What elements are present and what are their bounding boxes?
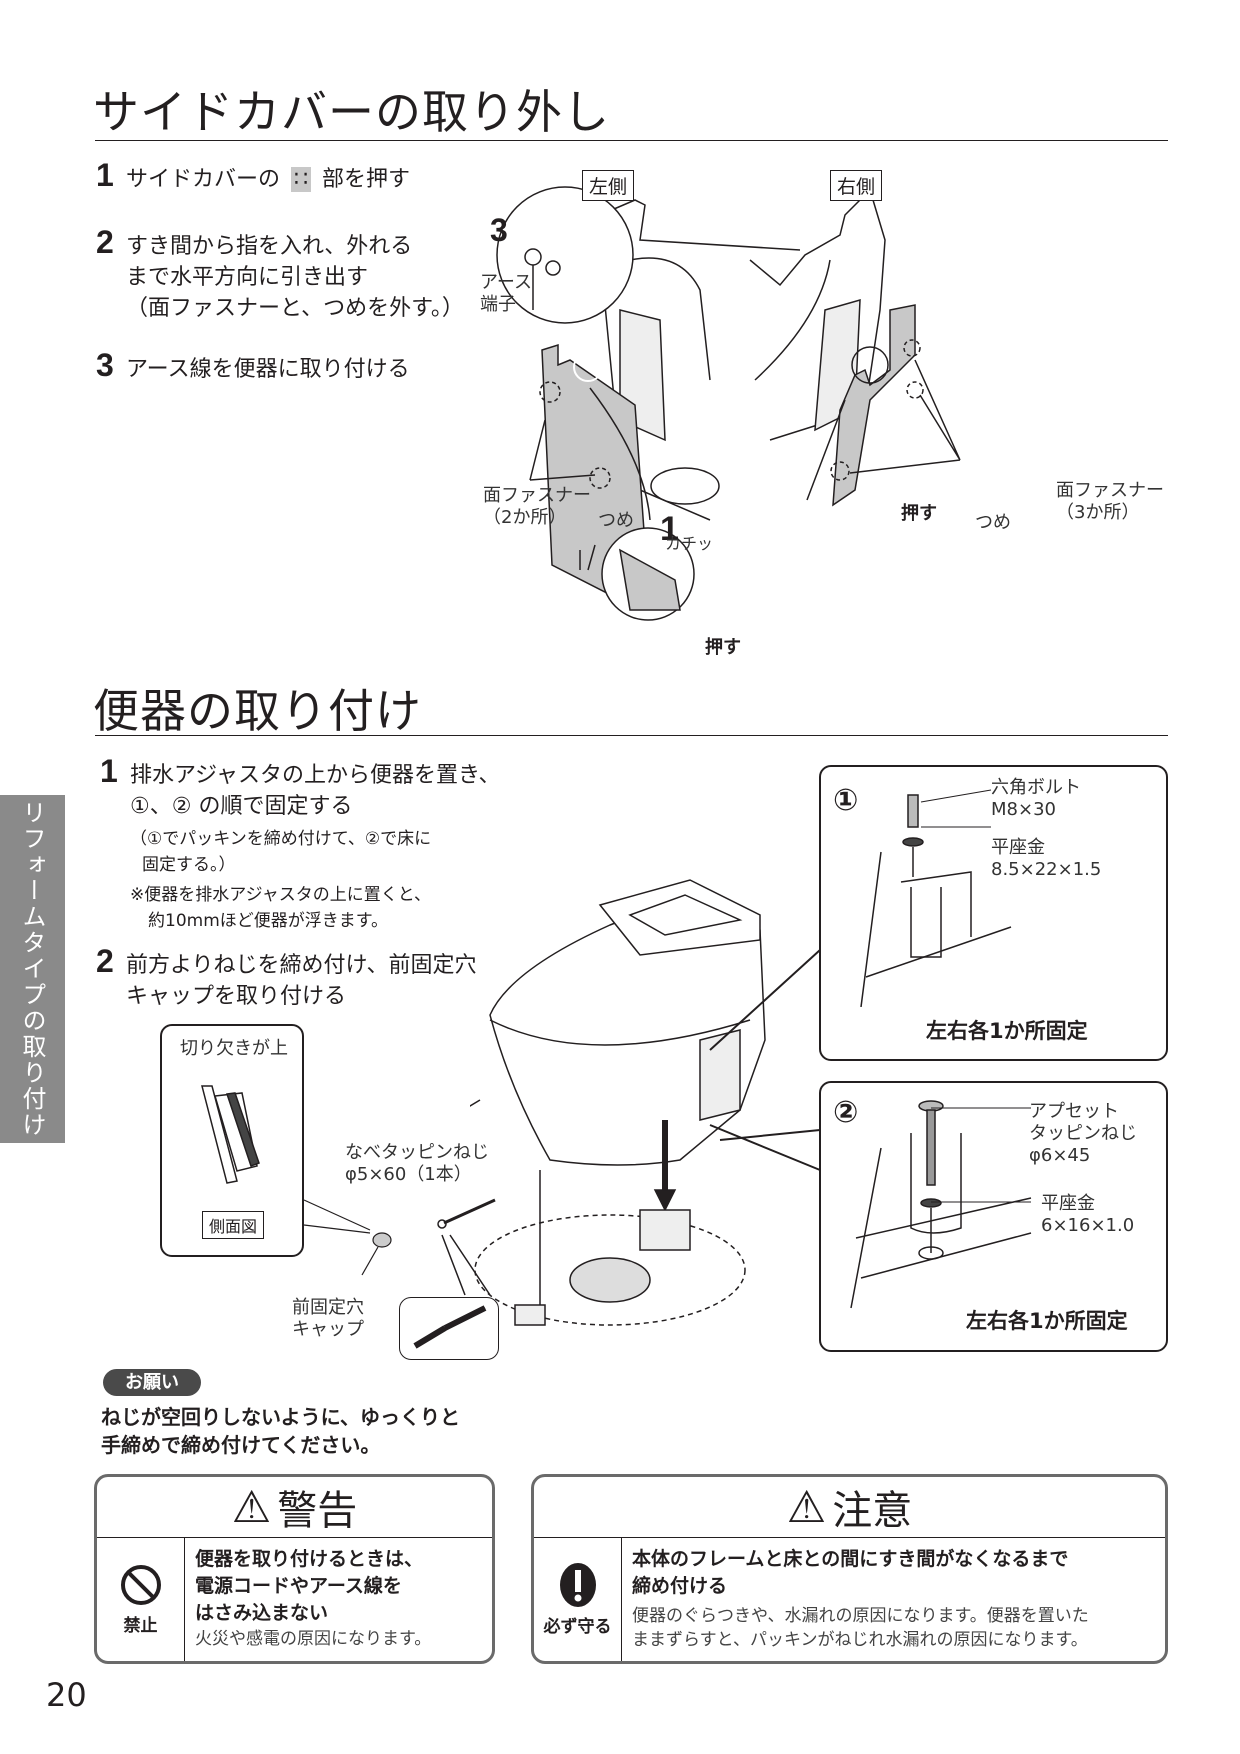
toilet-install-illustration xyxy=(470,879,766,1326)
side-view-label: 側面図 xyxy=(202,1211,265,1239)
step-2: 2 すき間から指を入れ、外れる まで水平方向に引き出す （面ファスナーと、つめを… xyxy=(96,226,464,324)
callout-number-1: 1 xyxy=(660,510,679,548)
earth-terminal-callout xyxy=(496,186,634,324)
earth-terminal-label: アース端子 xyxy=(480,272,533,315)
step-line: （面ファスナーと、つめを外す。） xyxy=(126,296,464,321)
speech-bubble xyxy=(650,467,720,505)
caution-sub-text: 便器のぐらつきや、水漏れの原因になります。便器を置いたままずらすと、パッキンがね… xyxy=(632,1606,1089,1650)
dot-marker-icon: ∷ xyxy=(291,167,312,192)
install-step-1: 1 排水アジャスタの上から便器を置き、 ①、② の順で固定する （①でパッキンを… xyxy=(100,755,501,934)
label-leaders xyxy=(931,1107,1031,1203)
step-line: 前方よりねじを締め付け、前固定穴 xyxy=(126,953,477,978)
step-line: まで水平方向に引き出す xyxy=(126,265,369,290)
caution-main-text: 本体のフレームと床との間にすき間がなくなるまで締め付ける xyxy=(632,1548,1069,1597)
bolt-drawing xyxy=(860,794,1012,1007)
section-title-side-cover: サイドカバーの取り外し xyxy=(93,85,610,139)
install-step-2: 2 前方よりねじを締め付け、前固定穴 キャップを取り付ける xyxy=(96,945,477,1012)
mandatory-label: 必ず守る xyxy=(543,1617,612,1637)
step-number: 2 xyxy=(96,943,114,979)
step-number: 1 xyxy=(100,753,118,789)
warning-title: 警告 xyxy=(277,1488,358,1534)
step-note: （①でパッキンを締め付けて、②で床に固定する。） xyxy=(130,829,432,875)
request-badge: お願い xyxy=(103,1369,201,1396)
step-number: 2 xyxy=(96,224,114,260)
fix-note: 左右各1か所固定 xyxy=(926,1019,1088,1043)
title-rule xyxy=(95,735,1168,736)
warning-triangle-icon: ⚠ xyxy=(231,1481,272,1533)
right-fastener-label: 面ファスナー（3か所） xyxy=(1056,480,1164,523)
caution-box: ⚠ 注意 必ず守る 本体のフレームと床との間にすき間がなくなるまで締め付ける 便… xyxy=(531,1474,1168,1664)
warning-box: ⚠ 警告 禁止 便器を取り付けるときは、電源コードやアース線をはさみ込まない 火… xyxy=(94,1474,495,1664)
step-text: アース線を便器に取り付ける xyxy=(126,357,410,382)
title-rule xyxy=(95,140,1168,141)
request-text: ねじが空回りしないように、ゆっくりと手締めで締め付けてください。 xyxy=(101,1405,460,1457)
step-text: 部を押す xyxy=(322,167,411,192)
cap-pointer xyxy=(303,1199,392,1276)
step-1: 1 サイドカバーの ∷ 部を押す xyxy=(96,159,411,195)
left-fastener-label: 面ファスナー（2か所） xyxy=(483,485,591,528)
step-line: ①、② の順で固定する xyxy=(130,794,353,819)
step-remark: ※便器を排水アジャスタの上に置くと、約10mmほど便器が浮きます。 xyxy=(130,885,432,931)
prohibited-icon-cell: 禁止 xyxy=(97,1538,185,1661)
caution-triangle-icon: ⚠ xyxy=(786,1481,827,1533)
tapping-screw-drawing xyxy=(850,1100,1032,1309)
step-line: すき間から指を入れ、外れる xyxy=(126,234,413,259)
cap-side-view-drawing xyxy=(201,1085,260,1184)
step-line: 排水アジャスタの上から便器を置き、 xyxy=(130,763,501,788)
detail-number: ② xyxy=(833,1095,859,1130)
right-claw-label: つめ xyxy=(975,512,1011,533)
click-sound-label: カチッ xyxy=(665,534,714,553)
left-side-label: 左側 xyxy=(582,170,635,201)
side-view-panel: 切り欠きが上 側面図 xyxy=(160,1024,304,1257)
page-number: 20 xyxy=(46,1676,87,1714)
step-number: 3 xyxy=(96,347,114,383)
mandatory-exclamation-icon xyxy=(559,1563,596,1607)
label-leaders xyxy=(920,789,992,828)
prohibited-label: 禁止 xyxy=(123,1616,158,1636)
toilet-left-outline xyxy=(599,199,801,251)
prohibited-icon xyxy=(120,1565,161,1605)
section-title-install: 便器の取り付け xyxy=(93,684,422,738)
notch-up-caption: 切り欠きが上 xyxy=(180,1038,288,1059)
push-label-right: 押す xyxy=(901,503,937,524)
right-side-label: 右側 xyxy=(830,170,883,201)
left-claw-label: つめ xyxy=(598,510,634,531)
screwdriver-panel xyxy=(399,1297,499,1360)
caution-header: ⚠ 注意 xyxy=(534,1477,1165,1538)
warning-sub-text: 火災や感電の原因になります。 xyxy=(195,1629,432,1649)
warning-header: ⚠ 警告 xyxy=(97,1477,492,1538)
step-line: キャップを取り付ける xyxy=(126,984,347,1009)
caution-title: 注意 xyxy=(832,1488,913,1534)
side-cover-illustration xyxy=(496,186,961,621)
mandatory-icon-cell: 必ず守る xyxy=(534,1538,622,1661)
step-3: 3 アース線を便器に取り付ける xyxy=(96,349,410,385)
screw-drawing xyxy=(437,1198,496,1296)
fix-note: 左右各1か所固定 xyxy=(966,1309,1128,1333)
step-text: サイドカバーの xyxy=(126,167,281,192)
step-number: 1 xyxy=(96,157,114,193)
front-cap-label: 前固定穴キャップ xyxy=(292,1297,364,1340)
toilet-right-outline xyxy=(749,189,871,287)
screwdriver-icon xyxy=(413,1305,487,1349)
detail-number: ① xyxy=(833,783,859,818)
callout-number-3: 3 xyxy=(490,212,508,248)
push-label: 押す xyxy=(705,637,741,658)
warning-main-text: 便器を取り付けるときは、電源コードやアース線をはさみ込まない xyxy=(195,1548,424,1624)
detail-leader-lines xyxy=(709,949,821,1171)
side-tab-reform-type: リフォームタイプの取り付け xyxy=(0,795,65,1143)
